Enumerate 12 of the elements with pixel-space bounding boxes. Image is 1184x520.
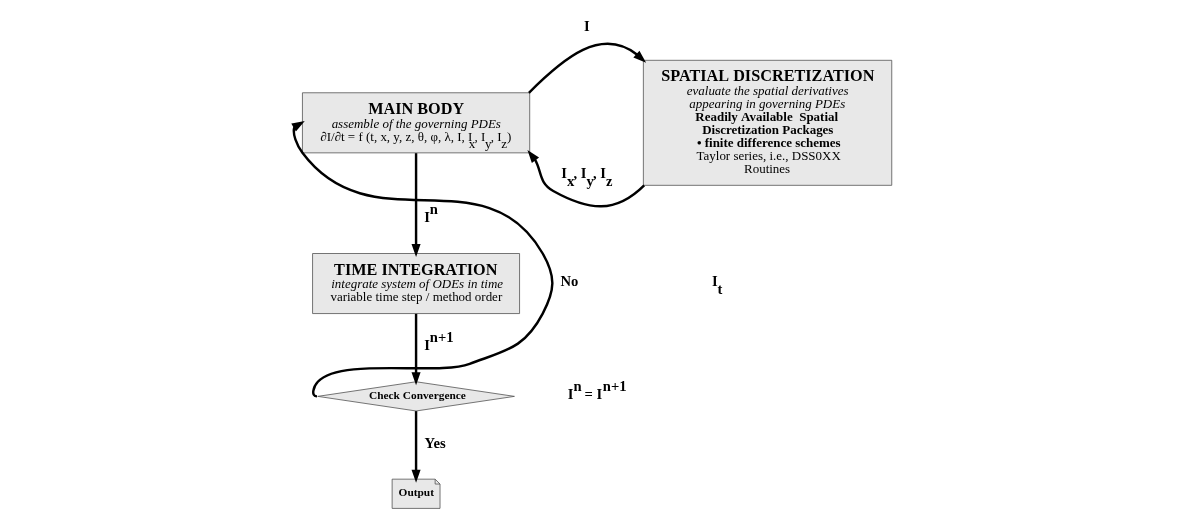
arrow — [526, 149, 645, 208]
edge-label: No — [560, 273, 578, 290]
edge-label: Yes — [424, 434, 446, 451]
node-diamond: Check Convergence — [316, 381, 515, 412]
edge-label: I — [583, 17, 590, 34]
arrow — [290, 120, 553, 398]
arrow — [527, 42, 646, 94]
node-box: TIME INTEGRATION integrate system of ODEs in time variable time step / method order — [311, 253, 520, 314]
arrow — [411, 153, 421, 258]
arrow — [411, 411, 421, 483]
node-box: SPATIAL DISCRETIZATION evaluate the spatial derivatives appearing in governing PDEs Readily Available Spatial Discretization Packages • finite difference schemes Taylor series, i.e., DSS0XX Routines — [642, 59, 892, 186]
arrow — [411, 313, 421, 386]
